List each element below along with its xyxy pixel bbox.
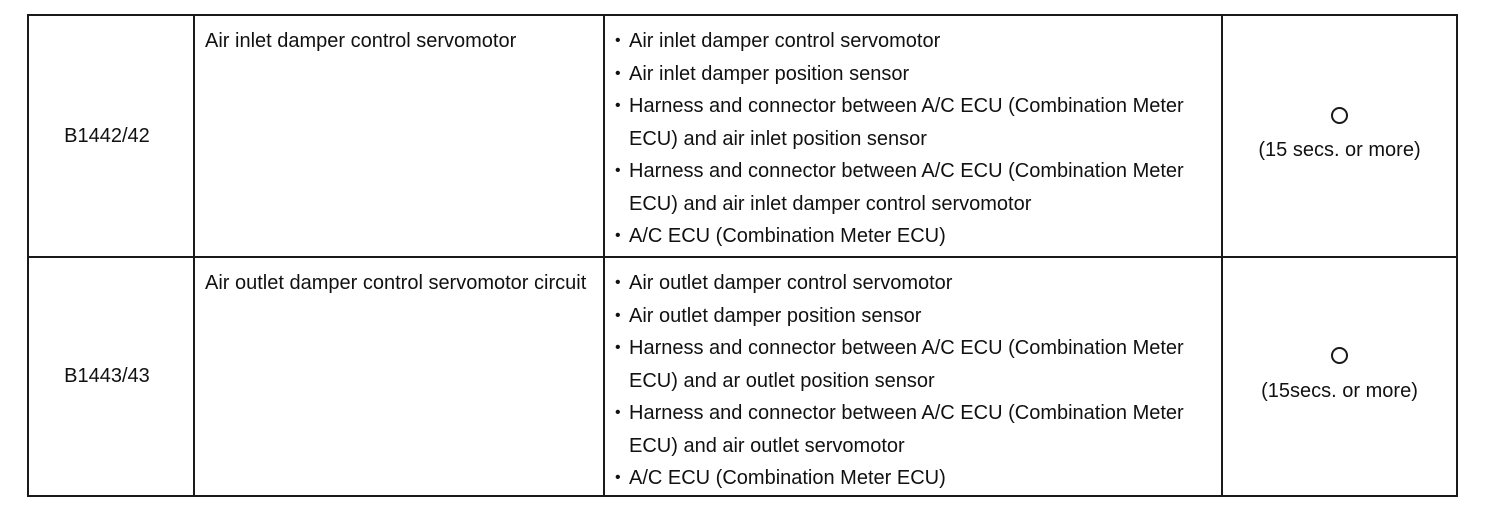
bullet-icon: •	[615, 64, 621, 82]
bullet-icon: •	[615, 227, 621, 244]
trouble-area-list: •Air outlet damper control servomotor •A…	[615, 267, 1213, 495]
list-item: •Air inlet damper control servomotor	[615, 25, 1213, 58]
list-item: •Harness and connector between A/C ECU (…	[615, 397, 1213, 462]
list-item: •A/C ECU (Combination Meter ECU)	[615, 220, 1213, 253]
check-condition: (15 secs. or more)	[1258, 139, 1421, 162]
trouble-area-list: •Air inlet damper control servomotor •Ai…	[615, 25, 1213, 253]
circle-mark-icon	[1331, 347, 1348, 364]
dtc-code: B1442/42	[27, 14, 195, 258]
bullet-icon: •	[615, 339, 621, 356]
list-item: •Air outlet damper control servomotor	[615, 267, 1213, 300]
memory-check: (15secs. or more)	[1221, 256, 1458, 497]
bullet-icon: •	[615, 306, 621, 324]
dtc-code: B1443/43	[27, 256, 195, 497]
circle-mark-icon	[1331, 106, 1348, 124]
detection-item: Air inlet damper control servomotor	[193, 14, 605, 258]
list-item: •Harness and connector between A/C ECU (…	[615, 90, 1213, 155]
list-item: •Air inlet damper position sensor	[615, 58, 1213, 91]
memory-check: (15 secs. or more)	[1221, 14, 1458, 258]
table-row: B1442/42 Air inlet damper control servom…	[27, 14, 1458, 258]
trouble-area: •Air inlet damper control servomotor •Ai…	[603, 14, 1223, 258]
table-row: B1443/43 Air outlet damper control servo…	[27, 256, 1458, 497]
list-item: •Harness and connector between A/C ECU (…	[615, 155, 1213, 220]
bullet-icon: •	[615, 274, 621, 291]
list-item: •Air outlet damper position sensor	[615, 300, 1213, 333]
bullet-icon: •	[615, 32, 621, 49]
bullet-icon: •	[615, 97, 621, 114]
list-item: •A/C ECU (Combination Meter ECU)	[615, 462, 1213, 495]
detection-item: Air outlet damper control servomotor cir…	[193, 256, 605, 497]
list-item: •Harness and connector between A/C ECU (…	[615, 332, 1213, 397]
bullet-icon: •	[615, 404, 621, 421]
trouble-area: •Air outlet damper control servomotor •A…	[603, 256, 1223, 497]
check-condition: (15secs. or more)	[1261, 379, 1418, 402]
bullet-icon: •	[615, 162, 621, 179]
bullet-icon: •	[615, 469, 621, 486]
dtc-table: B1442/42 Air inlet damper control servom…	[27, 14, 1458, 497]
